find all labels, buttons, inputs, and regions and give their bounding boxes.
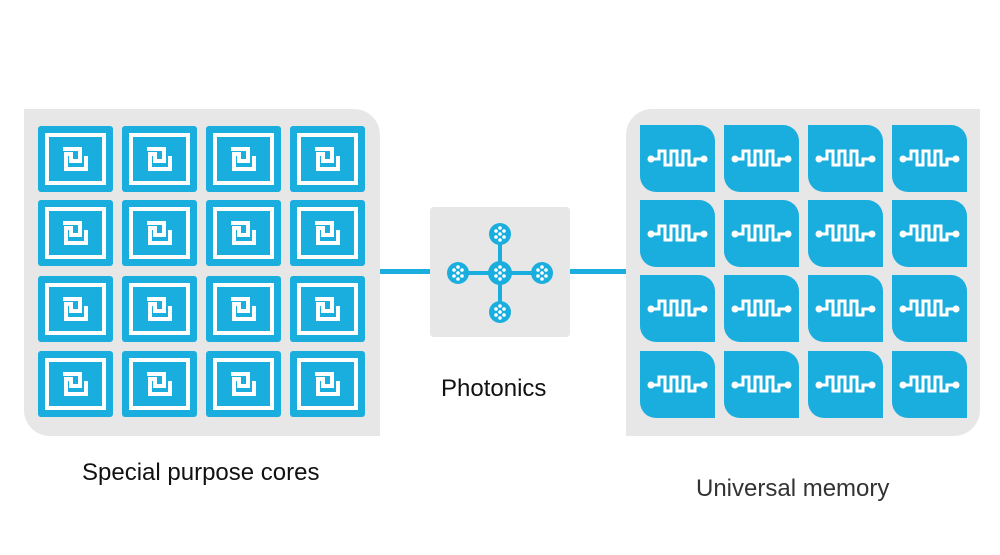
processor-core-icon [38, 126, 113, 192]
memory-waveform-icon [724, 125, 799, 192]
processor-core-icon [206, 276, 281, 342]
memory-waveform-icon [892, 275, 967, 342]
memory-waveform-icon [808, 275, 883, 342]
processor-core-icon [122, 126, 197, 192]
memory-waveform-icon [724, 200, 799, 267]
memory-waveform-icon [892, 125, 967, 192]
memory-waveform-icon [640, 275, 715, 342]
memory-waveform-icon [808, 200, 883, 267]
processor-core-icon [290, 126, 365, 192]
photonics-memory-link [570, 269, 626, 274]
processor-core-icon [38, 200, 113, 266]
memory-waveform-icon [892, 200, 967, 267]
optical-hub-icon [447, 223, 553, 323]
memory-waveform-icon [724, 275, 799, 342]
processor-core-icon [206, 351, 281, 417]
processor-core-icon [206, 200, 281, 266]
processor-core-icon [122, 276, 197, 342]
memory-waveform-icon [808, 351, 883, 418]
processor-core-icon [290, 200, 365, 266]
cores-label: Special purpose cores [82, 459, 320, 486]
memory-label: Universal memory [696, 475, 890, 502]
memory-waveform-icon [724, 351, 799, 418]
memory-waveform-icon [808, 125, 883, 192]
processor-core-icon [38, 351, 113, 417]
processor-core-icon [122, 351, 197, 417]
memory-waveform-icon [640, 125, 715, 192]
processor-core-icon [290, 351, 365, 417]
processor-core-icon [290, 276, 365, 342]
processor-core-icon [38, 276, 113, 342]
memory-waveform-icon [640, 200, 715, 267]
photonics-label: Photonics [441, 375, 547, 402]
processor-core-icon [122, 200, 197, 266]
memory-waveform-icon [640, 351, 715, 418]
cores-photonics-link [380, 269, 430, 274]
memory-waveform-icon [892, 351, 967, 418]
processor-core-icon [206, 126, 281, 192]
